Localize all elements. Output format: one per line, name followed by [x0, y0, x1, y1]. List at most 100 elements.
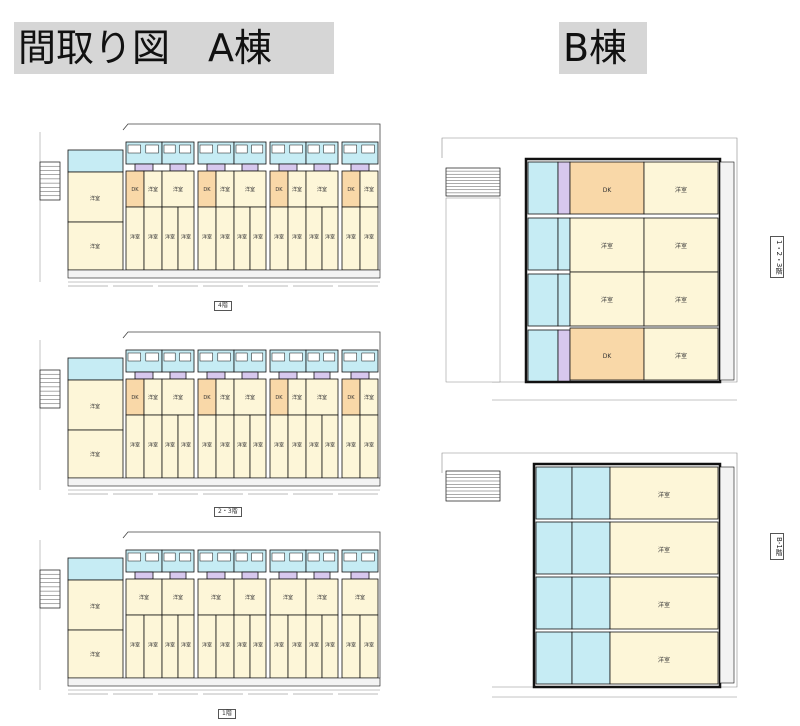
room-label-western: 洋室	[181, 442, 191, 449]
wet-area	[571, 466, 611, 520]
wet-area	[535, 631, 573, 685]
room-label-western: 洋室	[148, 642, 158, 649]
bath-fixture	[307, 144, 320, 154]
closet	[278, 371, 298, 380]
room-label-western: 洋室	[148, 186, 158, 193]
room-label-dk: DK	[203, 395, 211, 401]
room-label-western: 洋室	[220, 442, 230, 449]
room-label-western: 洋室	[675, 296, 687, 304]
room-label-western: 洋室	[658, 656, 670, 664]
room-label-western: 洋室	[237, 642, 247, 649]
room-label-western: 洋室	[675, 186, 687, 194]
closet	[241, 371, 259, 380]
room-label-dk: DK	[131, 187, 139, 193]
bath-fixture	[127, 352, 141, 362]
room-label-western: 洋室	[202, 442, 212, 449]
room-label-dk: DK	[203, 187, 211, 193]
western-room	[305, 170, 339, 208]
western-room	[609, 521, 719, 575]
closet	[313, 371, 331, 380]
room-label-dk: DK	[131, 395, 139, 401]
room-label-western: 洋室	[309, 642, 319, 649]
plan-b-lower: 洋室洋室洋室洋室	[432, 447, 747, 707]
bath-fixture	[235, 144, 248, 154]
bath-fixture	[307, 552, 320, 562]
toilet-fixture	[289, 552, 303, 562]
western-room	[161, 170, 195, 208]
closet	[206, 571, 226, 580]
closet	[278, 571, 298, 580]
room-label-western: 洋室	[364, 186, 374, 193]
western-room	[609, 466, 719, 520]
room-label-western: 洋室	[165, 442, 175, 449]
bath-fixture	[235, 552, 248, 562]
room-label-western: 洋室	[165, 234, 175, 241]
closet	[241, 163, 259, 172]
bath-fixture	[343, 144, 357, 154]
plan-a-floor1: 洋室洋室洋室洋室洋室洋室洋室洋室洋室洋室洋室洋室洋室洋室洋室洋室洋室洋室洋室洋室…	[28, 528, 390, 703]
floor-label-a4: 4階	[214, 301, 232, 311]
balcony	[719, 466, 735, 684]
western-room	[643, 161, 719, 215]
closet	[350, 163, 370, 172]
closet	[169, 571, 187, 580]
closet	[134, 163, 154, 172]
bath-fixture	[163, 144, 176, 154]
bath-fixture	[271, 552, 285, 562]
western-room	[233, 378, 267, 416]
bath-fixture	[199, 552, 213, 562]
room-label-western: 洋室	[211, 594, 221, 601]
bath-fixture	[271, 144, 285, 154]
toilet-fixture	[361, 552, 375, 562]
room-label-western: 洋室	[130, 234, 140, 241]
room-label-western: 洋室	[253, 442, 263, 449]
room-label-western: 洋室	[658, 601, 670, 609]
room-label-western: 洋室	[181, 234, 191, 241]
closet	[206, 371, 226, 380]
closet	[557, 273, 571, 327]
room-label-western: 洋室	[309, 234, 319, 241]
floor-label-b-upper: 1・2・3階	[770, 236, 784, 279]
western-room	[609, 631, 719, 685]
room-label-western: 洋室	[364, 394, 374, 401]
room-label-western: 洋室	[292, 442, 302, 449]
toilet-fixture	[361, 144, 375, 154]
room-label-western: 洋室	[292, 642, 302, 649]
western-room	[67, 379, 124, 431]
room-label-western: 洋室	[181, 642, 191, 649]
room-label-western: 洋室	[364, 234, 374, 241]
wet-area	[527, 273, 559, 327]
floor-label-a23: 2・3階	[214, 507, 242, 517]
building-outline	[122, 531, 381, 542]
room-label-western: 洋室	[253, 234, 263, 241]
bath-fixture	[343, 352, 357, 362]
balcony	[67, 677, 381, 687]
bath-fixture	[163, 352, 176, 362]
room-label-western: 洋室	[325, 442, 335, 449]
bath-fixture	[127, 144, 141, 154]
bath-fixture	[343, 552, 357, 562]
closet	[557, 329, 571, 383]
room-label-western: 洋室	[364, 642, 374, 649]
western-room	[569, 271, 645, 327]
room-label-western: 洋室	[237, 442, 247, 449]
room-label-western: 洋室	[292, 394, 302, 401]
toilet-fixture	[289, 352, 303, 362]
wet-area	[535, 576, 573, 630]
dk-room	[569, 161, 645, 215]
toilet-fixture	[217, 552, 231, 562]
room-label-western: 洋室	[245, 186, 255, 193]
wet-area	[527, 161, 559, 215]
toilet-fixture	[217, 144, 231, 154]
terrace	[445, 197, 501, 383]
room-label-western: 洋室	[274, 442, 284, 449]
toilet-fixture	[179, 144, 192, 154]
room-label-western: 洋室	[165, 642, 175, 649]
wet-area	[527, 217, 559, 271]
room-label-western: 洋室	[274, 234, 284, 241]
toilet-fixture	[179, 552, 192, 562]
room-label-western: 洋室	[245, 394, 255, 401]
closet	[313, 163, 331, 172]
